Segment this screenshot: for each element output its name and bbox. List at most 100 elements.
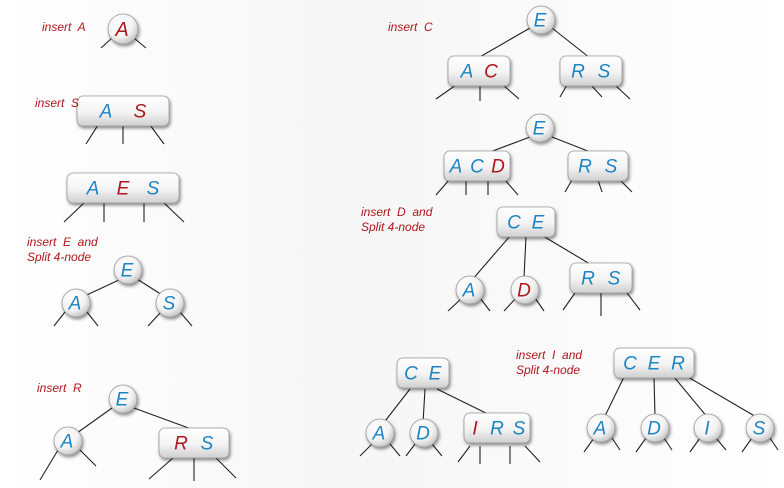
caption-insert-e: insert E and Split 4-node — [27, 235, 98, 264]
tree-link — [422, 388, 426, 424]
tree-link — [471, 235, 511, 281]
node-key-c: C — [484, 62, 498, 83]
node-key-d: D — [647, 419, 661, 440]
tree-link — [715, 437, 727, 451]
node-key-e: E — [429, 364, 442, 385]
tree-link — [85, 124, 99, 145]
tree-link — [179, 311, 193, 327]
tree-edges — [39, 27, 779, 481]
tree-link — [597, 179, 603, 193]
node-key-d: D — [517, 281, 531, 302]
node-key-a: A — [86, 179, 100, 200]
tree-link — [149, 124, 165, 145]
node-key-e: E — [121, 261, 134, 282]
node-key-a: A — [99, 102, 113, 123]
tree-link — [53, 311, 66, 327]
tree-link — [635, 437, 647, 453]
node-key-a: A — [460, 62, 474, 83]
tree-node-circle: A — [53, 426, 83, 456]
caption-insert-s: insert S — [35, 96, 80, 110]
tree-link — [524, 445, 541, 463]
tree-node-circle: A — [455, 275, 485, 305]
tree-link — [147, 311, 162, 327]
tree-link — [215, 457, 237, 479]
tree-link — [559, 84, 568, 98]
tree-node-circle: I — [693, 413, 723, 443]
tree-link — [564, 179, 573, 193]
node-key-i: I — [472, 419, 478, 440]
node-key-a: A — [114, 19, 128, 41]
tree-link — [435, 179, 450, 196]
node-key-e: E — [116, 390, 129, 411]
tree-link — [431, 443, 443, 457]
tree-link — [562, 292, 576, 311]
node-key-s: S — [201, 434, 214, 455]
tree-link — [359, 443, 373, 457]
node-key-s: S — [608, 269, 621, 290]
node-key-s: S — [163, 294, 176, 315]
node-key-r: R — [490, 419, 504, 440]
tree-node-circle: D — [510, 275, 540, 305]
node-key-r: R — [174, 434, 188, 455]
tree-link — [663, 437, 673, 451]
node-key-a: A — [462, 281, 476, 302]
tree-link — [611, 437, 621, 451]
tree-link — [502, 84, 520, 100]
tree-link — [86, 311, 99, 327]
tree-link — [477, 27, 531, 59]
tree-link — [435, 84, 457, 100]
tree-link — [653, 376, 656, 417]
node-key-e: E — [534, 11, 547, 32]
node-key-r: R — [578, 157, 592, 178]
node-key-r: R — [571, 62, 585, 83]
tree-node-circle: D — [409, 418, 439, 448]
tree-link — [39, 449, 59, 481]
tree-link — [63, 202, 85, 223]
tree-link — [687, 376, 759, 419]
node-key-e: E — [648, 354, 661, 375]
node-key-a: A — [372, 424, 386, 445]
tree-node-circle: A — [365, 418, 395, 448]
node-key-e: E — [532, 213, 545, 234]
tree-link — [381, 388, 411, 426]
tree-link — [405, 443, 416, 457]
node-key-a: A — [60, 432, 74, 453]
tree-node-circle: D — [640, 413, 670, 443]
node-key-i: I — [704, 419, 710, 440]
tree-link — [626, 292, 641, 311]
tree-node-circle: E — [113, 255, 143, 285]
node-key-r: R — [671, 354, 685, 375]
tree-link — [614, 84, 631, 100]
node-key-e: E — [117, 179, 130, 200]
node-key-a: A — [68, 294, 82, 315]
tree-link — [457, 445, 471, 463]
tree-link — [590, 84, 603, 98]
tree-node-circle: E — [108, 384, 138, 414]
tree-link — [741, 437, 753, 453]
tree-node-circle: A — [107, 13, 139, 45]
node-key-c: C — [470, 157, 484, 178]
tree-link — [504, 179, 519, 196]
tree-link — [79, 449, 97, 467]
tree-link — [100, 37, 113, 49]
node-key-s: S — [134, 102, 147, 123]
node-key-s: S — [598, 62, 611, 83]
tree-link — [148, 457, 174, 480]
caption-insert-r: insert R — [37, 381, 82, 395]
tree-link — [673, 376, 709, 419]
tree-node-circle: E — [526, 5, 556, 35]
node-key-s: S — [605, 157, 618, 178]
tree-node-circle: E — [525, 113, 555, 143]
tree-node-circle: S — [745, 413, 775, 443]
